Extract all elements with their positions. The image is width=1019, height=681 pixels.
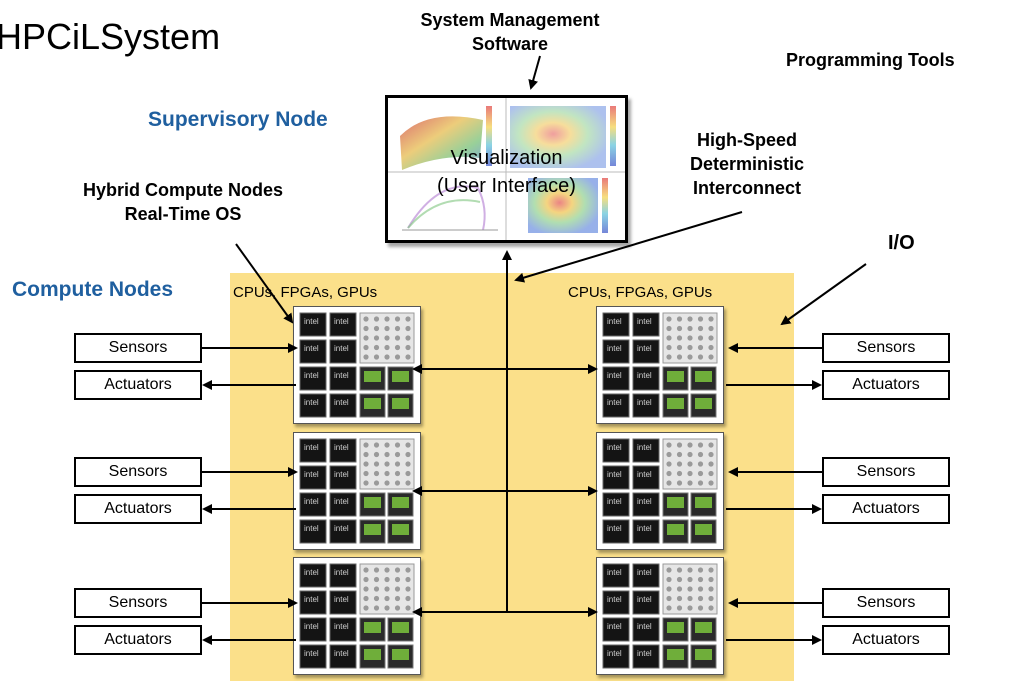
visualization-plot-icon — [388, 98, 625, 240]
compute-node-right-3[interactable]: intel intel intel intel intel intel intel intel — [596, 557, 724, 675]
hybrid-label-arrow — [235, 243, 294, 324]
interconnect-label-arrow — [514, 211, 743, 283]
svg-text:intel: intel — [304, 524, 319, 533]
node-chips-icon: intel intel intel intel intel intel intel intel — [299, 563, 415, 669]
svg-text:intel: intel — [334, 398, 349, 407]
svg-text:intel: intel — [637, 317, 652, 326]
sensors-box-right-1[interactable]: Sensors — [822, 333, 950, 363]
svg-text:intel: intel — [304, 317, 319, 326]
svg-text:intel: intel — [334, 497, 349, 506]
svg-text:intel: intel — [607, 470, 622, 479]
svg-text:intel: intel — [334, 524, 349, 533]
svg-text:intel: intel — [637, 371, 652, 380]
svg-text:intel: intel — [304, 371, 319, 380]
node-chips-icon: intel intel intel intel intel intel intel intel — [602, 312, 718, 418]
visualization-line1: Visualization — [450, 147, 563, 169]
svg-text:intel: intel — [304, 649, 319, 658]
hybrid-compute-label: Hybrid Compute Nodes Real-Time OS — [58, 178, 308, 226]
svg-text:intel: intel — [334, 371, 349, 380]
svg-text:intel: intel — [637, 568, 652, 577]
svg-text:intel: intel — [334, 568, 349, 577]
compute-node-right-1[interactable]: intel intel intel intel intel intel intel intel — [596, 306, 724, 424]
sensors-box-left-1[interactable]: Sensors — [74, 333, 202, 363]
node-chips-icon: intel intel intel intel intel intel intel intel — [602, 563, 718, 669]
svg-text:intel: intel — [304, 344, 319, 353]
svg-text:intel: intel — [637, 524, 652, 533]
svg-text:intel: intel — [304, 398, 319, 407]
svg-text:intel: intel — [334, 470, 349, 479]
svg-text:intel: intel — [637, 497, 652, 506]
io-label: I/O — [888, 232, 915, 254]
compute-node-left-3[interactable]: intel intel intel intel intel intel intel intel — [293, 557, 421, 675]
node-chips-icon: intel intel intel intel intel intel intel intel — [602, 438, 718, 544]
actuators-box-left-3[interactable]: Actuators — [74, 625, 202, 655]
chip-types-left-label: CPUs, FPGAs, GPUs — [233, 284, 378, 301]
actuators-box-left-1[interactable]: Actuators — [74, 370, 202, 400]
system-management-label: System Management Software — [410, 8, 610, 56]
interconnect-line2: Deterministic — [689, 154, 805, 174]
interconnect-label: High-Speed Deterministic Interconnect — [662, 128, 832, 200]
interconnect-line1: High-Speed — [696, 130, 797, 150]
svg-text:intel: intel — [334, 595, 349, 604]
hybrid-line2: Real-Time OS — [124, 204, 242, 224]
hybrid-line1: Hybrid Compute Nodes — [82, 180, 283, 200]
io-label-arrow — [780, 263, 867, 326]
svg-text:intel: intel — [607, 649, 622, 658]
actuators-box-right-1[interactable]: Actuators — [822, 370, 950, 400]
system-management-line1: System Management — [420, 10, 600, 30]
svg-text:intel: intel — [607, 568, 622, 577]
sensors-box-left-2[interactable]: Sensors — [74, 457, 202, 487]
svg-text:intel: intel — [607, 497, 622, 506]
chip-types-right-label: CPUs, FPGAs, GPUs — [568, 284, 713, 301]
svg-text:intel: intel — [304, 568, 319, 577]
svg-text:intel: intel — [637, 398, 652, 407]
svg-text:intel: intel — [334, 443, 349, 452]
visualization-label: Visualization (User Interface) — [388, 144, 625, 200]
svg-text:intel: intel — [607, 524, 622, 533]
sensors-box-right-2[interactable]: Sensors — [822, 457, 950, 487]
svg-text:intel: intel — [637, 595, 652, 604]
sensors-box-right-3[interactable]: Sensors — [822, 588, 950, 618]
compute-node-right-2[interactable]: intel intel intel intel intel intel intel intel — [596, 432, 724, 550]
svg-text:intel: intel — [304, 622, 319, 631]
system-management-arrow — [528, 55, 541, 90]
svg-text:intel: intel — [637, 649, 652, 658]
svg-text:intel: intel — [304, 497, 319, 506]
visualization-line2: (User Interface) — [437, 175, 576, 197]
svg-text:intel: intel — [334, 344, 349, 353]
compute-nodes-label: Compute Nodes — [12, 278, 174, 301]
node-chips-icon: intel intel intel intel intel intel intel intel — [299, 438, 415, 544]
system-management-line2: Software — [471, 34, 549, 54]
svg-text:intel: intel — [607, 443, 622, 452]
svg-text:intel: intel — [607, 344, 622, 353]
programming-tools-label: Programming Tools — [786, 50, 955, 70]
interconnect-line3: Interconnect — [692, 178, 802, 198]
svg-text:intel: intel — [637, 470, 652, 479]
svg-text:intel: intel — [637, 344, 652, 353]
svg-text:intel: intel — [637, 443, 652, 452]
actuators-box-right-3[interactable]: Actuators — [822, 625, 950, 655]
svg-text:intel: intel — [304, 470, 319, 479]
svg-text:intel: intel — [637, 622, 652, 631]
svg-text:intel: intel — [334, 622, 349, 631]
svg-text:intel: intel — [607, 317, 622, 326]
actuators-box-right-2[interactable]: Actuators — [822, 494, 950, 524]
svg-text:intel: intel — [607, 595, 622, 604]
actuators-box-left-2[interactable]: Actuators — [74, 494, 202, 524]
supervisory-node-label: Supervisory Node — [148, 108, 328, 131]
node-chips-icon: intel intel intel intel intel intel intel intel — [299, 312, 415, 418]
svg-text:intel: intel — [334, 649, 349, 658]
svg-text:intel: intel — [304, 443, 319, 452]
compute-node-left-1[interactable]: intel intel intel intel intel intel intel intel — [293, 306, 421, 424]
svg-text:intel: intel — [607, 398, 622, 407]
svg-text:intel: intel — [607, 622, 622, 631]
supervisory-node-box[interactable]: Visualization (User Interface) — [385, 95, 628, 243]
sensors-box-left-3[interactable]: Sensors — [74, 588, 202, 618]
page-title: HPCiLSystem — [0, 16, 221, 57]
svg-text:intel: intel — [334, 317, 349, 326]
svg-text:intel: intel — [304, 595, 319, 604]
svg-text:intel: intel — [607, 371, 622, 380]
